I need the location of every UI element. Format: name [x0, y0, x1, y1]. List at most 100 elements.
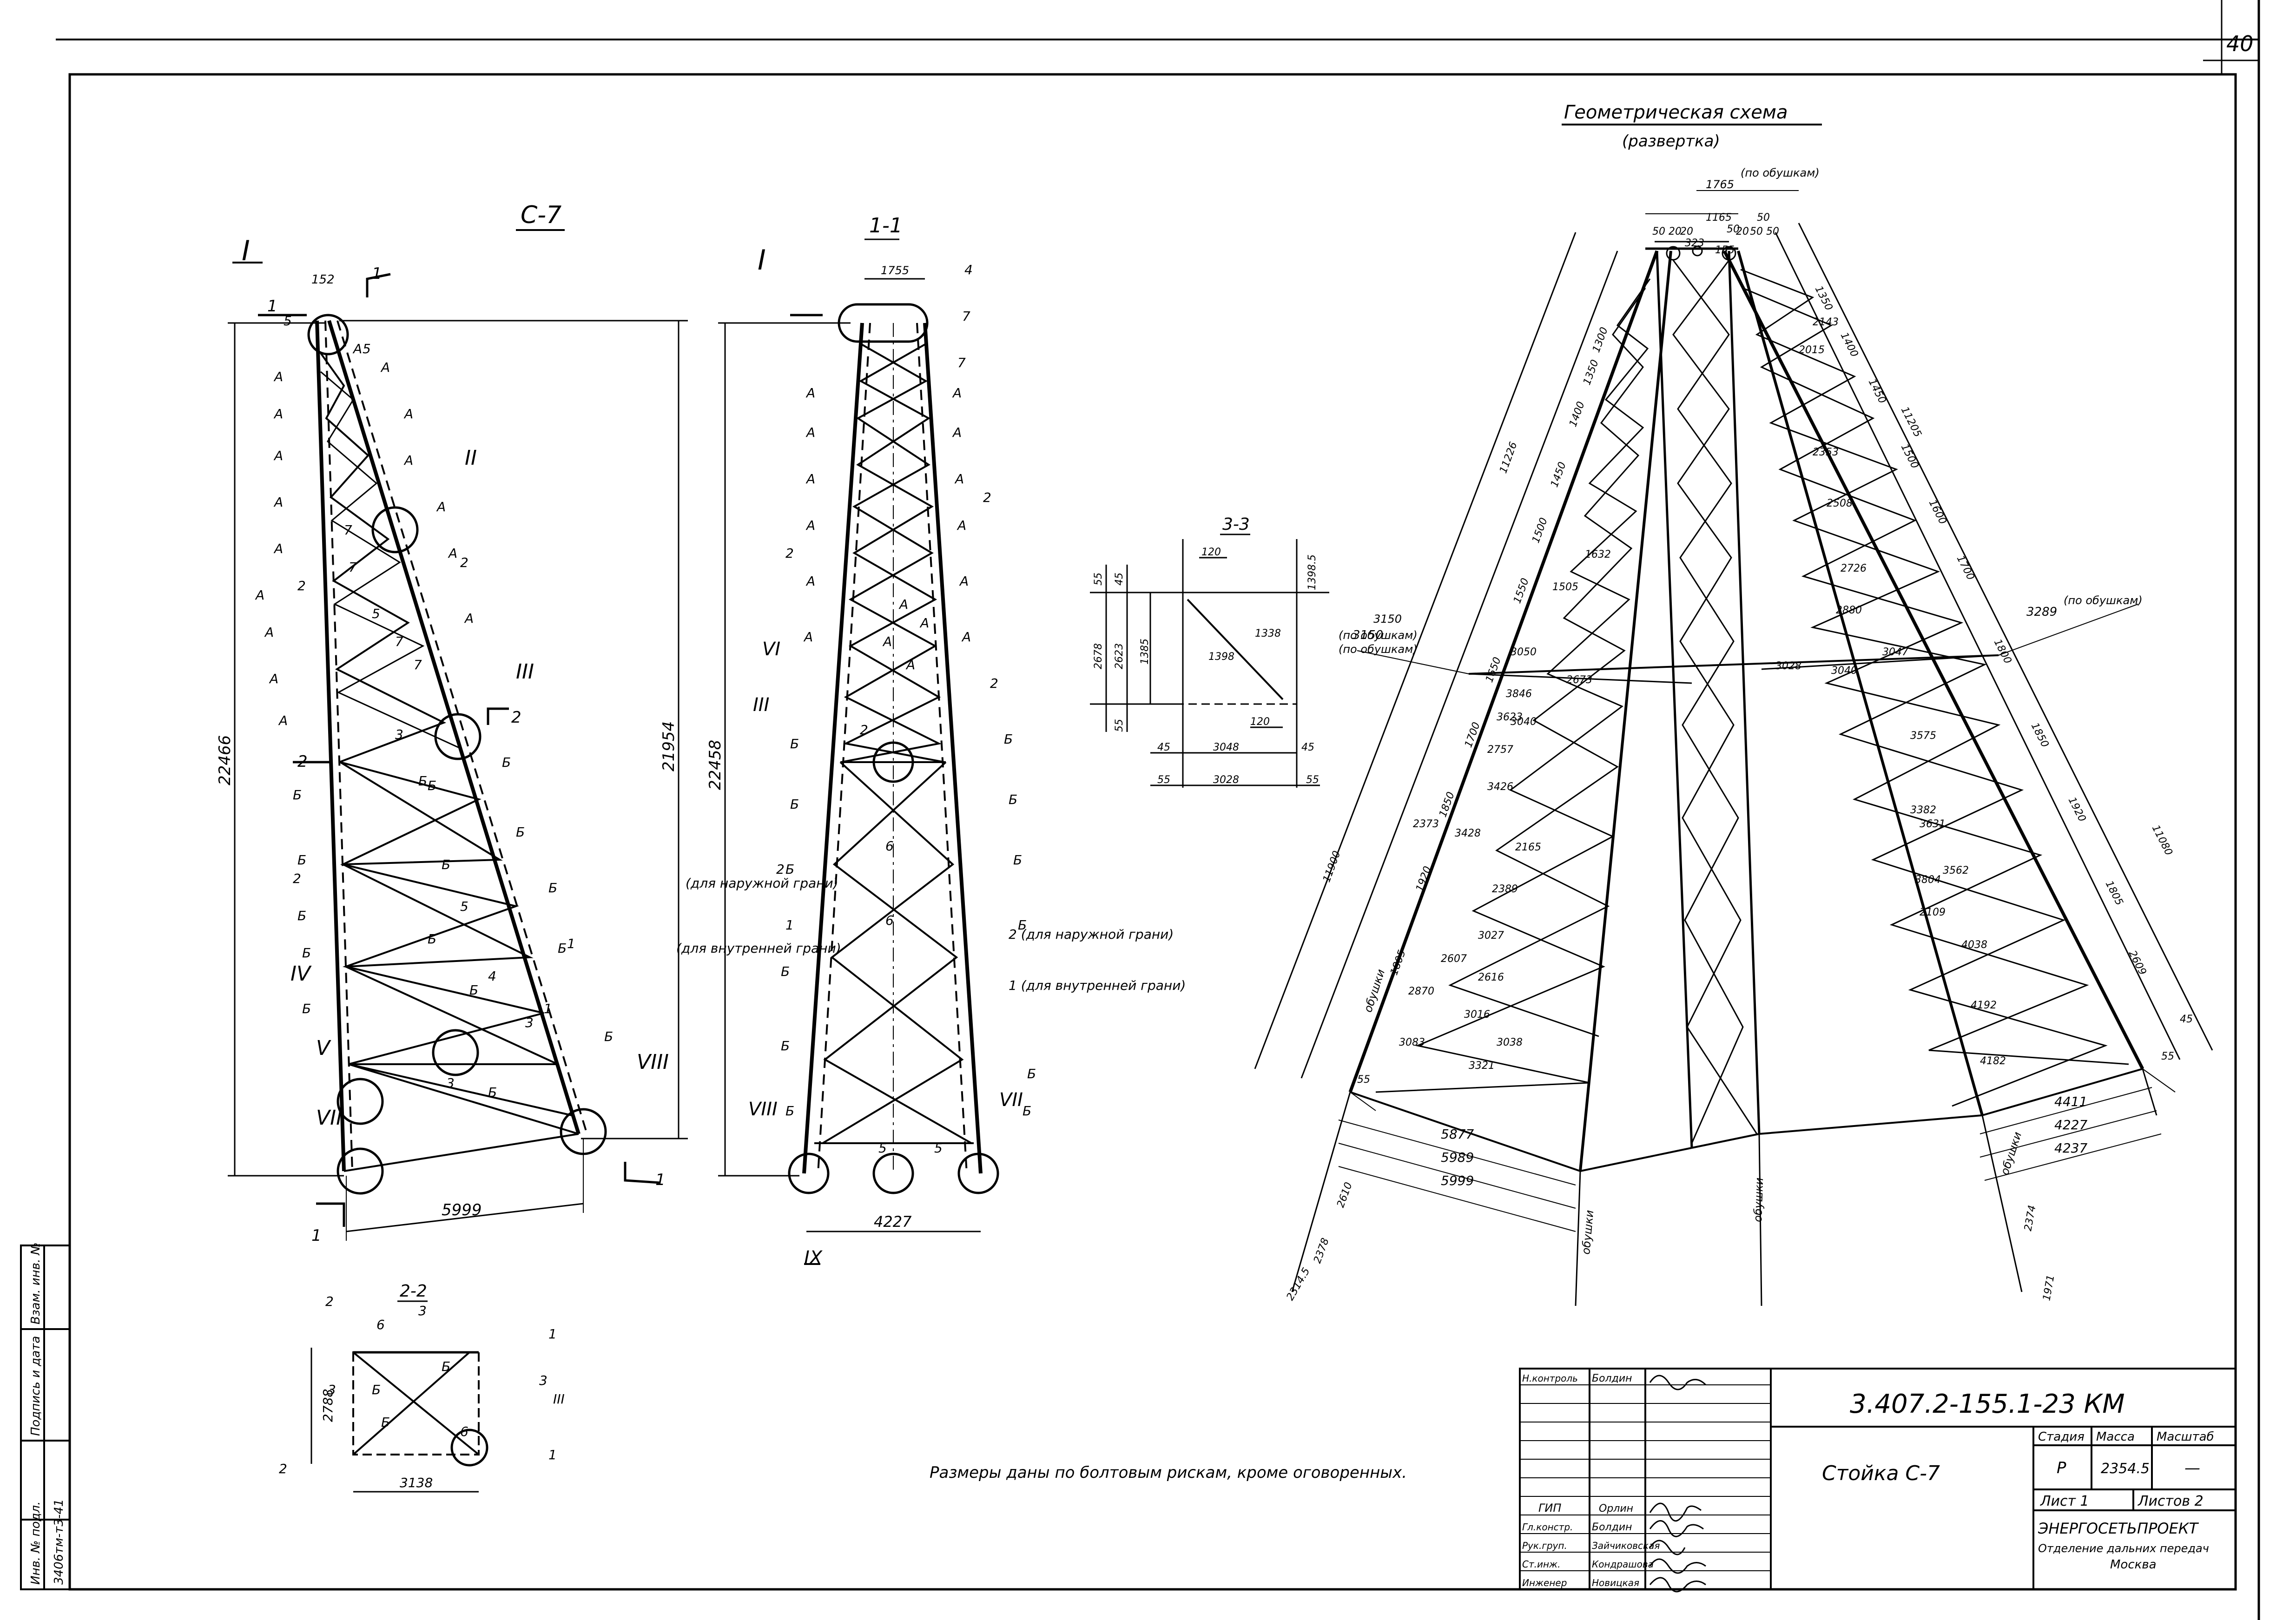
c7-members [228, 262, 688, 1241]
person-role-1: ГИП [1538, 1501, 1561, 1515]
geom-dim-31: 1450 [1866, 377, 1888, 405]
s11-member-label-2: 7 [957, 355, 966, 370]
geom-bottom-4411: 4411 [2054, 1094, 2087, 1109]
geom-dim-70: 2389 [1492, 883, 1518, 895]
s11-member-label-30: Б [1009, 792, 1017, 807]
geom-dim-61: 4182 [1980, 1055, 2006, 1067]
geom-bottom-5999: 5999 [1441, 1173, 1474, 1188]
c7-member-label-22: Б [502, 755, 511, 770]
geom-dim-73: 3428 [1455, 828, 1481, 839]
geom-title: Геометрическая схема [1564, 102, 1788, 123]
s11-mark-VIII: VIII [748, 1099, 778, 1120]
geom-subtitle: (развертка) [1622, 132, 1720, 151]
geom-dim-17: 1500 [1530, 516, 1550, 545]
side-stamp-inv: Инв. № подл. [29, 1501, 43, 1585]
c7-member-label-28: Б [418, 773, 427, 789]
s22-member-label-4: Б [372, 1382, 381, 1397]
c7-member-label-14: А [448, 546, 457, 561]
title-block-text: 3.407.2-155.1-23 КМ Стойка С-7 Стадия Ма… [1522, 1373, 2214, 1588]
general-note: Размеры даны по болтовым рискам, кроме о… [930, 1463, 1407, 1482]
geom-dim-79: 3382 [1910, 804, 1936, 816]
s11-member-label-10: А [952, 425, 962, 440]
c7-member-label-42: 3 [525, 1015, 534, 1030]
geom-dim-5: 50 [1727, 224, 1740, 235]
c7-mark-V: V [316, 1036, 331, 1060]
geom-dim-51: 3040 [1831, 665, 1857, 677]
geom-lines [1254, 190, 2213, 1306]
c7-member-label-24: Б [548, 880, 557, 896]
s22-member-label-1: 3 [418, 1303, 427, 1318]
c7-member-label-3: А [273, 494, 283, 510]
c7-member-label-4: А [273, 541, 283, 556]
c7-mark-III: III [516, 660, 534, 684]
c7-cut-1a: 1 [267, 297, 277, 316]
s11-member-label-5: А [805, 471, 815, 487]
s22-title: 2-2 [400, 1282, 427, 1301]
s33-d12: 3048 [1213, 742, 1239, 753]
geom-dim-71: 2373 [1413, 818, 1439, 830]
c7-member-label-5: А [255, 587, 264, 603]
view-c7: С-7 [216, 201, 688, 1245]
geom-side-right: 3289 [2026, 605, 2057, 619]
geom-dim-65: 2870 [1408, 986, 1434, 997]
geom-dim-80: 3562 [1943, 865, 1969, 876]
s33-drawing [1090, 539, 1329, 788]
c7-member-label-0: А [273, 369, 283, 384]
s22-text: 2788 3138 [320, 1389, 433, 1490]
s33-d0: 120 [1201, 547, 1221, 558]
s33-d4: 2623 [1114, 643, 1125, 669]
geom-dim-42: 1505 [1552, 581, 1578, 593]
s33-d18: 1398.5 [1306, 554, 1318, 590]
person-name-3: Зайчиковская [1592, 1540, 1660, 1551]
s22-member-label-7: 6 [460, 1424, 468, 1439]
geom-dim-69: 3027 [1478, 930, 1504, 942]
s11-member-label-34: Б [1023, 1103, 1031, 1119]
s33-d17: (по обушкам) [1339, 629, 1418, 642]
geom-dim-50: 3047 [1882, 646, 1908, 658]
s11-member-label-9: А [952, 385, 962, 401]
s33-d13: 55 [1157, 774, 1170, 786]
geom-dim-6: 323 [1685, 237, 1704, 249]
c7-mark-II: II [465, 446, 477, 470]
s22-member-label-2: 6 [376, 1317, 385, 1332]
geom-bottom-4227: 4227 [2054, 1117, 2087, 1133]
geom-dim-11: 11226 [1498, 441, 1519, 475]
s11-member-label-16: А [898, 597, 908, 612]
stamp-dept: Отделение дальних передач [2038, 1542, 2209, 1555]
side-stamp: Взам. инв. № Подпись и дата Инв. № подл.… [20, 1242, 71, 1590]
s22-member-label-12: III [553, 1391, 565, 1407]
geom-obushki-1: обушки [1361, 968, 1387, 1014]
stamp-sheet: Лист 1 [2040, 1493, 2089, 1509]
s22-member-label-10: 1 [548, 1447, 557, 1462]
s22-member-label-0: 2 [325, 1294, 334, 1309]
person-role-4: Ст.инж. [1522, 1559, 1560, 1570]
geom-dim-77: 2165 [1515, 842, 1541, 853]
geom-dim-38: 1805 [2103, 879, 2125, 907]
s33-d8: 55 [1114, 719, 1125, 732]
geom-dim-59: 4038 [1961, 939, 1987, 951]
geom-dim-44: 2015 [1799, 344, 1825, 356]
c7-member-label-19: Б [302, 945, 311, 961]
page-number: 40 [2226, 31, 2254, 56]
c7-member-label-2: А [273, 448, 283, 463]
s11-member-label-40: 1 [785, 917, 794, 933]
c7-member-label-40: 3 [395, 727, 403, 742]
geom-dim-12: 11900 [1321, 850, 1343, 884]
person-role-2: Гл.констр. [1522, 1521, 1573, 1533]
s11-member-label-31: Б [1013, 852, 1022, 868]
c7-member-label-13: А [436, 499, 446, 514]
c7-member-label-25: Б [558, 941, 567, 956]
c7-member-label-6: А [264, 625, 274, 640]
s11-member-label-13: А [959, 573, 969, 589]
stamp-stage-header: Стадия [2038, 1430, 2085, 1444]
geom-dim-4: 20 [1680, 226, 1693, 237]
geom-dim-72: 2757 [1487, 744, 1513, 756]
s11-mark-VII: VII [999, 1089, 1023, 1111]
c7-member-label-32: 5 [284, 313, 292, 329]
doc-title: Стойка С-7 [1822, 1462, 1940, 1485]
s11-member-label-11: А [954, 471, 964, 487]
geom-dim-82: 55 [1357, 1074, 1370, 1086]
c7-member-label-27: Б [488, 1085, 497, 1100]
geom-dim-27: 11205 [1899, 405, 1924, 439]
